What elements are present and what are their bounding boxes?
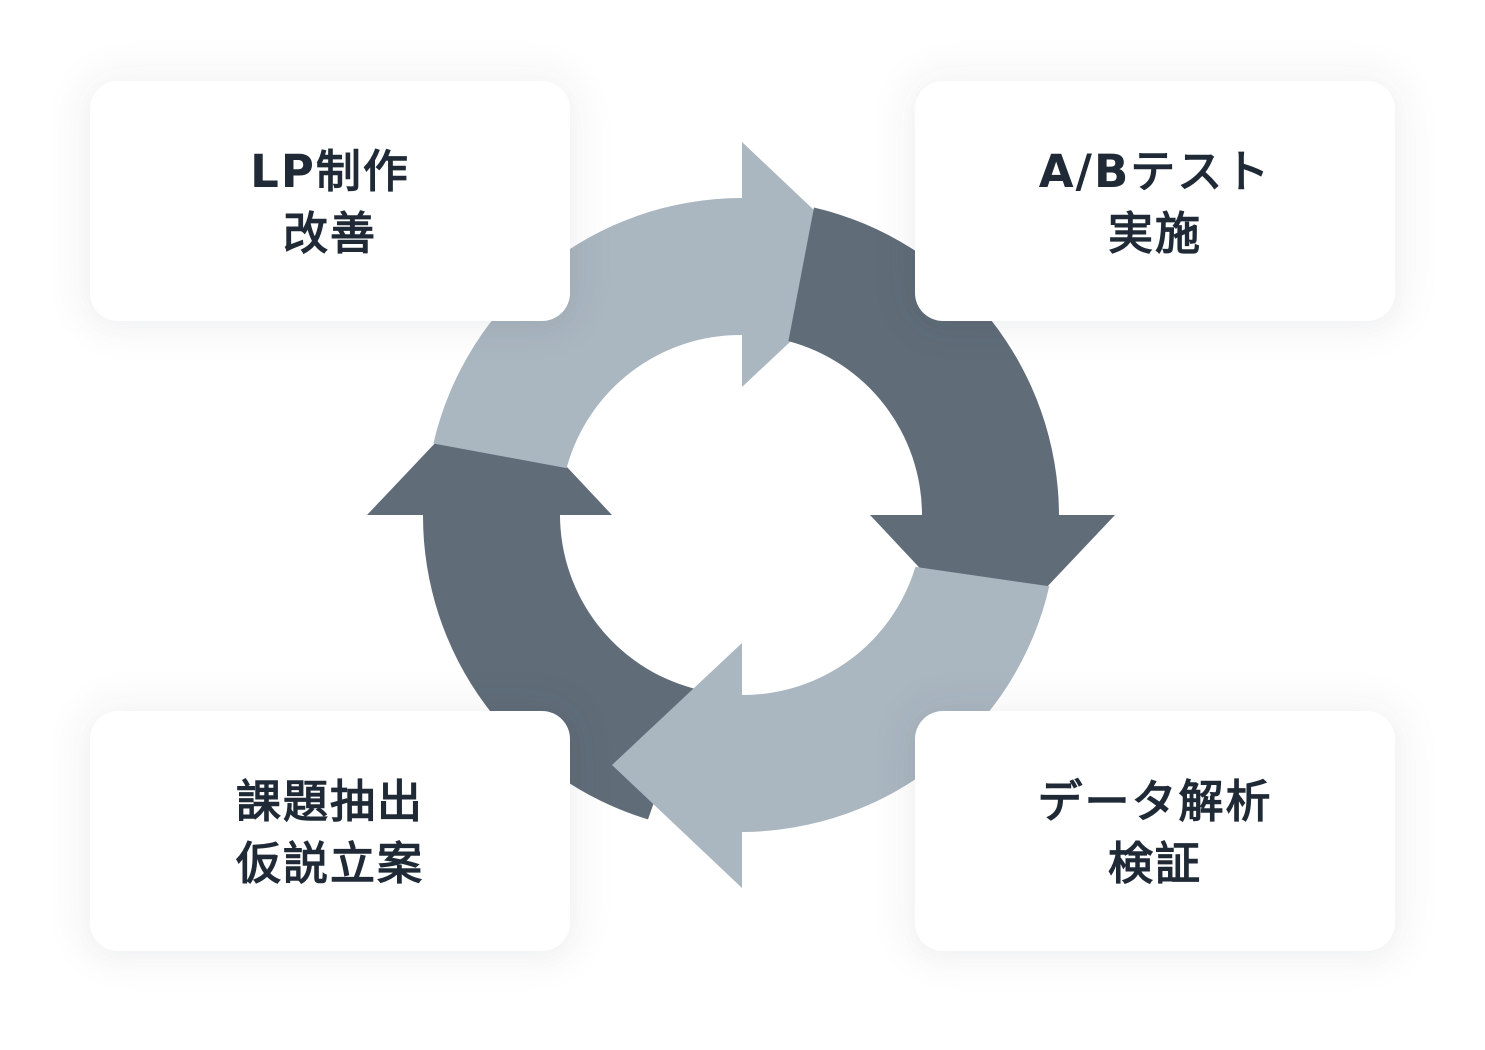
card-subtitle: 仮説立案 xyxy=(235,837,424,890)
card-issue-extraction: 課題抽出 仮説立案 xyxy=(90,711,570,951)
card-subtitle: 改善 xyxy=(282,207,377,260)
card-title: 課題抽出 xyxy=(235,775,424,828)
card-title: A/Bテスト xyxy=(1038,145,1272,198)
card-title: LP制作 xyxy=(250,145,410,198)
card-lp-creation: LP制作 改善 xyxy=(90,81,570,321)
left-arrow xyxy=(367,385,695,820)
card-ab-test: A/Bテスト 実施 xyxy=(915,81,1395,321)
top-arrow xyxy=(433,142,872,469)
right-arrow xyxy=(788,207,1115,645)
card-data-analysis: データ解析 検証 xyxy=(915,711,1395,951)
bottom-arrow xyxy=(612,566,1050,888)
card-subtitle: 実施 xyxy=(1107,207,1202,260)
card-title: データ解析 xyxy=(1037,775,1273,828)
card-subtitle: 検証 xyxy=(1107,837,1202,890)
